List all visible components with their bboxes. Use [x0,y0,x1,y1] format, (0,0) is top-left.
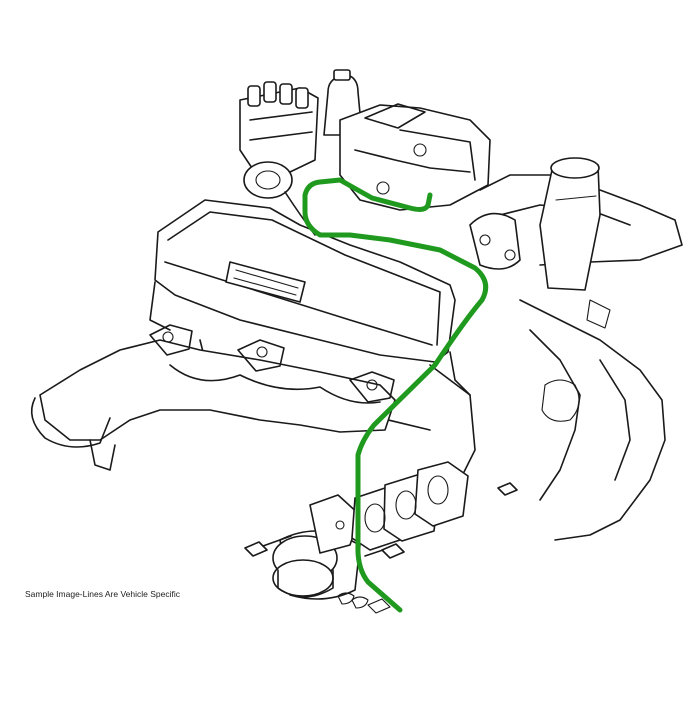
carburetor [339,103,491,211]
fuel-line [302,177,489,613]
manifold-port-2 [237,339,285,372]
fuel-pump-gaskets [351,461,469,551]
manifold-port-1 [149,324,193,356]
caption: Sample Image-Lines Are Vehicle Specific [25,589,180,599]
pcv-hose [243,161,316,236]
fuel-line-fittings [337,592,391,614]
distributor [239,81,319,173]
exhaust-manifold [30,324,396,471]
thermostat-housing [469,212,521,270]
manifold-port-3 [349,371,395,403]
bolts [244,482,518,559]
fuel-pump [272,494,361,600]
fill-tube [539,157,601,291]
valve-cover [154,199,456,363]
